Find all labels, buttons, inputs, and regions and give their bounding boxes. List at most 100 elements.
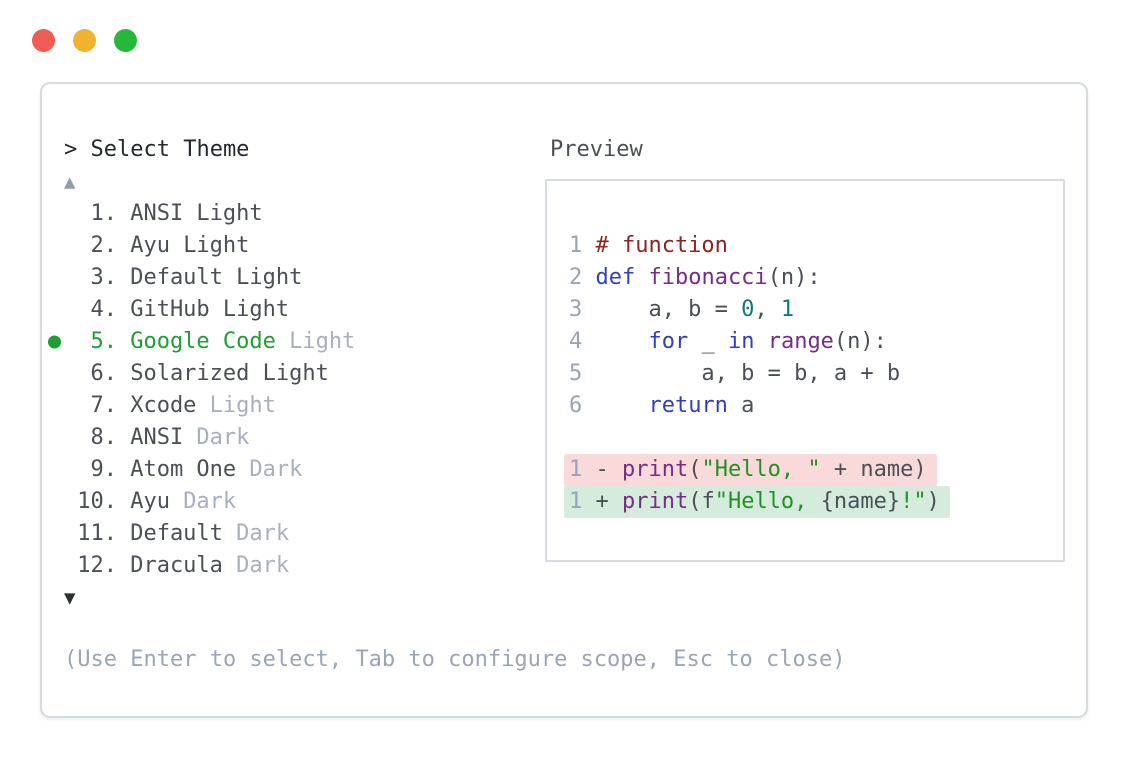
theme-option-variant: Dark xyxy=(183,489,237,514)
line-number: 1 xyxy=(569,233,583,258)
code-token: + xyxy=(595,489,622,514)
footer-hint: (Use Enter to select, Tab to configure s… xyxy=(64,647,846,672)
zoom-button[interactable] xyxy=(114,29,137,52)
minimize-button[interactable] xyxy=(73,29,96,52)
theme-option-variant: Dark xyxy=(236,521,290,546)
code-token xyxy=(754,329,767,354)
theme-picker-prompt: > Select Theme xyxy=(64,137,250,162)
code-token: "Hello, " xyxy=(701,457,821,482)
line-number: 1 xyxy=(569,489,583,514)
blank-line xyxy=(569,422,1053,454)
theme-option[interactable]: 4. GitHub Light xyxy=(64,294,355,326)
theme-option-variant: Dark xyxy=(249,457,303,482)
theme-option[interactable]: 5. Google Code Light xyxy=(48,326,356,358)
theme-option-variant: Light xyxy=(236,265,303,290)
theme-option-name: Ayu xyxy=(130,489,170,514)
code-line: 6 return a xyxy=(569,390,1053,422)
code-token: print xyxy=(621,489,689,514)
code-token: (n): xyxy=(767,265,821,290)
code-token: ( xyxy=(688,457,702,482)
theme-option-number: 1. xyxy=(90,201,117,226)
theme-option-number: 4. xyxy=(90,297,117,322)
theme-option-name: GitHub xyxy=(130,297,210,322)
code-token: in xyxy=(727,329,755,354)
code-token: "Hello, xyxy=(714,489,821,514)
code-token: , xyxy=(754,297,781,322)
theme-option-variant: Dark xyxy=(196,425,250,450)
scroll-down-icon[interactable]: ▼ xyxy=(64,587,76,609)
code-token: def xyxy=(595,265,636,290)
theme-option[interactable]: 3. Default Light xyxy=(64,262,355,294)
theme-option-name: Xcode xyxy=(130,393,197,418)
theme-option-name: ANSI xyxy=(130,425,184,450)
diff-line-added: 1+ print(f"Hello, {name}!") xyxy=(564,486,1053,518)
code-line: 2 def fibonacci(n): xyxy=(569,262,1053,294)
theme-option-variant: Light xyxy=(196,201,263,226)
theme-option-number: 5. xyxy=(90,329,117,354)
theme-option-variant: Light xyxy=(289,329,356,354)
code-token xyxy=(595,393,648,418)
theme-option-name: Ayu xyxy=(130,233,170,258)
theme-option[interactable]: 7. Xcode Light xyxy=(64,390,355,422)
theme-option-number: 10. xyxy=(77,489,117,514)
line-number: 6 xyxy=(569,393,583,418)
code-token: a, b = xyxy=(595,297,742,322)
code-token: !" xyxy=(900,489,927,514)
line-number: 2 xyxy=(569,265,583,290)
theme-option-number: 2. xyxy=(90,233,117,258)
line-number: 1 xyxy=(569,457,583,482)
close-button[interactable] xyxy=(32,29,55,52)
theme-option-name: Solarized xyxy=(130,361,250,386)
code-line: 4 for _ in range(n): xyxy=(569,326,1053,358)
code-token xyxy=(595,329,648,354)
code-token: 1 xyxy=(780,297,795,322)
code-line: 5 a, b = b, a + b xyxy=(569,358,1053,390)
code-token: fibonacci xyxy=(648,265,768,290)
theme-option-number: 6. xyxy=(90,361,117,386)
line-number: 5 xyxy=(569,361,583,386)
code-token: (n): xyxy=(833,329,887,354)
code-token: + name) xyxy=(820,457,927,482)
line-number: 3 xyxy=(569,297,583,322)
theme-option-number: 8. xyxy=(90,425,117,450)
theme-option-number: 11. xyxy=(77,521,117,546)
window-controls xyxy=(32,29,137,52)
code-token: 0 xyxy=(741,297,755,322)
theme-option[interactable]: 10. Ayu Dark xyxy=(64,486,355,518)
theme-option-name: Default xyxy=(130,265,223,290)
theme-option-name: Atom One xyxy=(130,457,237,482)
theme-option[interactable]: 9. Atom One Dark xyxy=(64,454,355,486)
theme-option[interactable]: 11. Default Dark xyxy=(64,518,355,550)
theme-option[interactable]: 8. ANSI Dark xyxy=(64,422,355,454)
theme-option-name: Google Code xyxy=(130,329,276,354)
code-token: range xyxy=(767,329,834,354)
code-token: a, b = b, a + b xyxy=(595,361,901,386)
scroll-up-icon[interactable]: ▲ xyxy=(64,171,76,193)
code-token: print xyxy=(621,457,689,482)
diff-line-removed: 1- print("Hello, " + name) xyxy=(564,454,1053,486)
theme-option-number: 3. xyxy=(90,265,117,290)
theme-option-name: Default xyxy=(130,521,223,546)
code-token: return xyxy=(648,393,728,418)
code-token: (f xyxy=(688,489,715,514)
code-line: 1 # function xyxy=(569,230,1053,262)
theme-option-variant: Light xyxy=(222,297,290,322)
code-token: _ xyxy=(688,329,728,354)
theme-option-variant: Light xyxy=(209,393,276,418)
theme-option-name: Dracula xyxy=(130,553,223,578)
code-token: - xyxy=(595,457,622,482)
diff-highlight: 1+ print(f"Hello, {name}!") xyxy=(564,486,950,518)
code-token: # function xyxy=(595,233,728,258)
theme-option-number: 12. xyxy=(77,553,117,578)
theme-option-number: 7. xyxy=(90,393,117,418)
code-token: for xyxy=(648,329,689,354)
code-token: {name} xyxy=(820,489,901,514)
theme-option-number: 9. xyxy=(90,457,117,482)
